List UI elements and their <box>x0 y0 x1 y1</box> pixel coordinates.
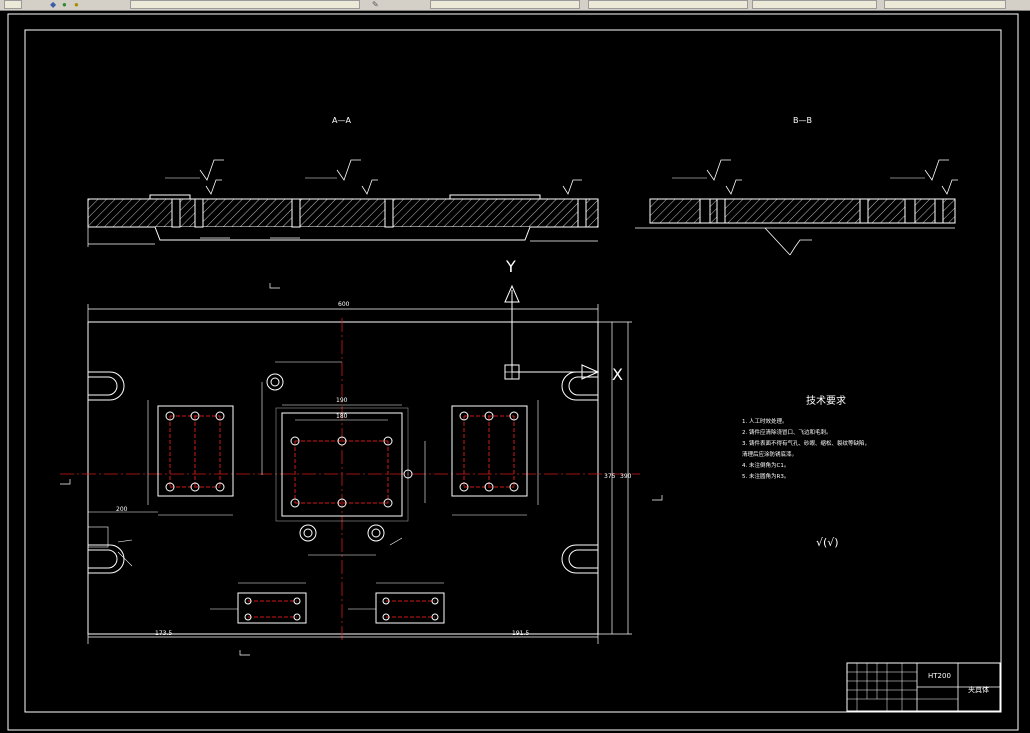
tech-item-3: 3. 铸件表面不得有气孔、砂眼、缩松、裂纹等缺陷， <box>742 439 870 447</box>
dim-left-run: 173.5 <box>155 630 172 637</box>
drawing-canvas[interactable]: A—A B—B <box>0 10 1030 733</box>
drawing-inner-frame <box>24 29 1002 713</box>
lineweight-dropdown[interactable] <box>752 0 877 9</box>
dim-right-run: 191.5 <box>512 630 529 637</box>
plotstyle-dropdown[interactable] <box>884 0 1006 9</box>
title-block-part-name: 夹具体 <box>968 685 989 694</box>
section-b-view <box>635 159 958 256</box>
title-block-material: HT200 <box>928 672 951 680</box>
tech-item-4: 清理后应涂防锈底漆。 <box>742 450 797 458</box>
section-a-view <box>87 159 599 247</box>
section-b-label: B—B <box>793 116 812 125</box>
plan-view <box>60 318 640 642</box>
match-properties-icon[interactable]: ✎ <box>372 0 379 9</box>
technical-requirements: 技术要求 1. 人工时效处理。 2. 铸件应清除浇冒口、飞边和毛刺。 3. 铸件… <box>742 394 870 549</box>
tech-title: 技术要求 <box>806 394 846 407</box>
drawing-outer-frame <box>7 13 1019 731</box>
dim-center-outer: 190 <box>336 397 348 404</box>
cad-toolbar: ◆ ● ● ✎ <box>0 0 1030 11</box>
dim-height-right-1: 375 <box>604 473 616 480</box>
ucs-icon: Y X <box>504 257 623 384</box>
dim-height-right-2: 390 <box>620 473 632 480</box>
color-icon[interactable]: ● <box>62 0 67 9</box>
layer-dropdown[interactable] <box>130 0 360 9</box>
tech-item-1: 1. 人工时效处理。 <box>742 417 788 425</box>
ucs-x-label: X <box>612 365 623 384</box>
dim-center-inner: 180 <box>336 413 348 420</box>
dimensions: 600 173.5 191.5 375 390 190 180 200 <box>60 283 663 656</box>
linetype-dropdown[interactable] <box>588 0 748 9</box>
roughness-symbol: √(√) <box>816 536 839 549</box>
color-dropdown[interactable] <box>430 0 580 9</box>
tech-item-6: 5. 未注圆角为R3。 <box>742 472 789 480</box>
layer-icon[interactable]: ◆ <box>50 0 57 9</box>
tech-item-5: 4. 未注倒角为C1。 <box>742 461 789 469</box>
properties-icon[interactable]: ● <box>74 0 79 9</box>
toolbar-button-document[interactable] <box>4 0 22 9</box>
dim-left-side: 200 <box>116 506 128 513</box>
section-a-label: A—A <box>332 116 351 125</box>
tech-item-2: 2. 铸件应清除浇冒口、飞边和毛刺。 <box>742 428 832 436</box>
dim-overall-width: 600 <box>338 301 350 308</box>
title-block: HT200 夹具体 <box>846 662 1001 712</box>
ucs-y-label: Y <box>505 257 516 276</box>
